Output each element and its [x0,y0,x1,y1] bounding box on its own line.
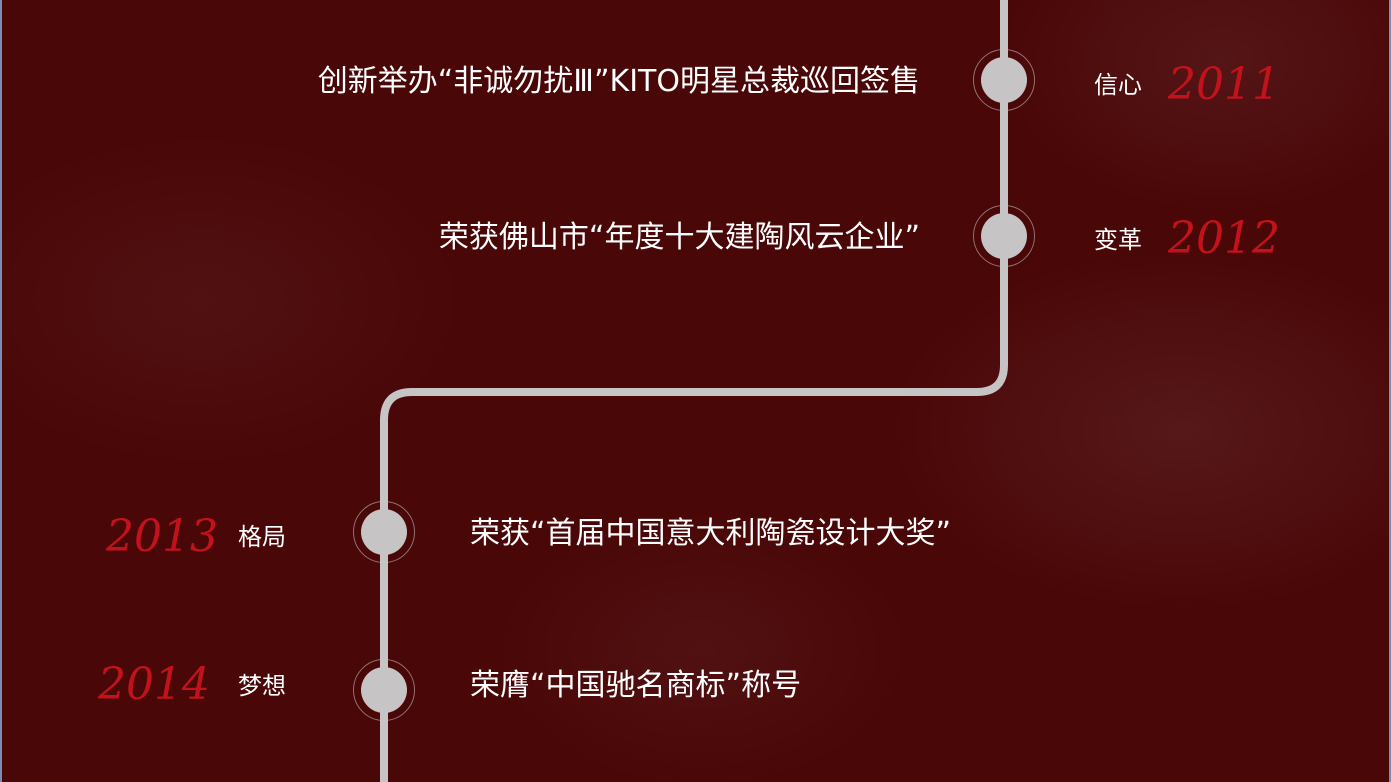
timeline-keyword-2013: 格局 [238,523,286,551]
timeline-year-2014: 2014 [98,659,210,710]
timeline-node-2013 [353,501,415,563]
timeline-year-2012: 2012 [1168,213,1280,264]
timeline-event-2014: 荣膺“中国驰名商标”称号 [470,668,802,703]
timeline-event-2012: 荣获佛山市“年度十大建陶风云企业” [438,220,920,255]
timeline-event-2013: 荣获“首届中国意大利陶瓷设计大奖” [470,516,952,551]
timeline-keyword-2014: 梦想 [238,672,286,700]
timeline-node-2012 [973,205,1035,267]
timeline-node-2011 [973,49,1035,111]
timeline-event-2011: 创新举办“非诚勿扰Ⅲ”KITO明星总裁巡回签售 [317,64,920,99]
timeline-keyword-2012: 变革 [1094,226,1142,254]
timeline-node-2014 [353,659,415,721]
timeline-year-2013: 2013 [106,511,218,562]
timeline-year-2011: 2011 [1168,59,1280,110]
timeline-keyword-2011: 信心 [1094,71,1142,99]
